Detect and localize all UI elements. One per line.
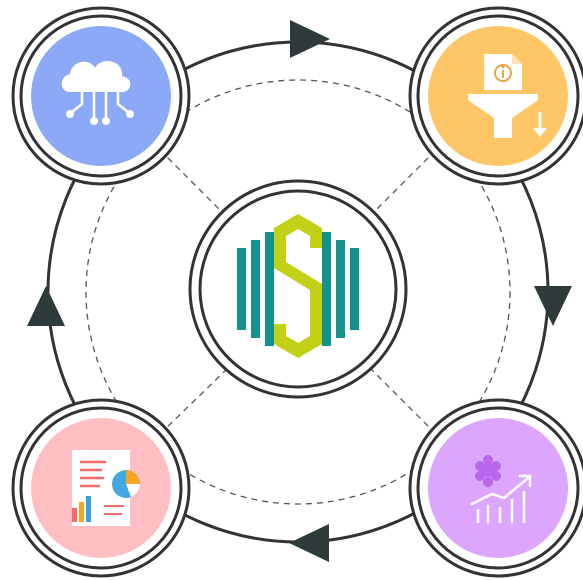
hexagon-monogram-logo-icon: [237, 214, 359, 358]
node-filter: [408, 6, 583, 186]
report-document-icon: [72, 450, 140, 526]
node-cloud: [11, 6, 191, 186]
flow-arrows: [27, 20, 572, 562]
arrow-right-icon: [290, 20, 330, 58]
dashed-ring: [85, 79, 511, 505]
arrow-left-icon: [289, 524, 329, 562]
dashed-spokes: [159, 149, 437, 435]
cloud-network-icon: [61, 61, 134, 125]
data-filter-funnel-icon: [468, 54, 547, 138]
center-logo: [188, 179, 408, 399]
growth-chart-icon: [470, 455, 532, 524]
node-report: [11, 398, 191, 578]
arrow-up-icon: [27, 286, 65, 326]
arrow-down-icon: [534, 286, 572, 326]
node-growth: [408, 398, 583, 578]
